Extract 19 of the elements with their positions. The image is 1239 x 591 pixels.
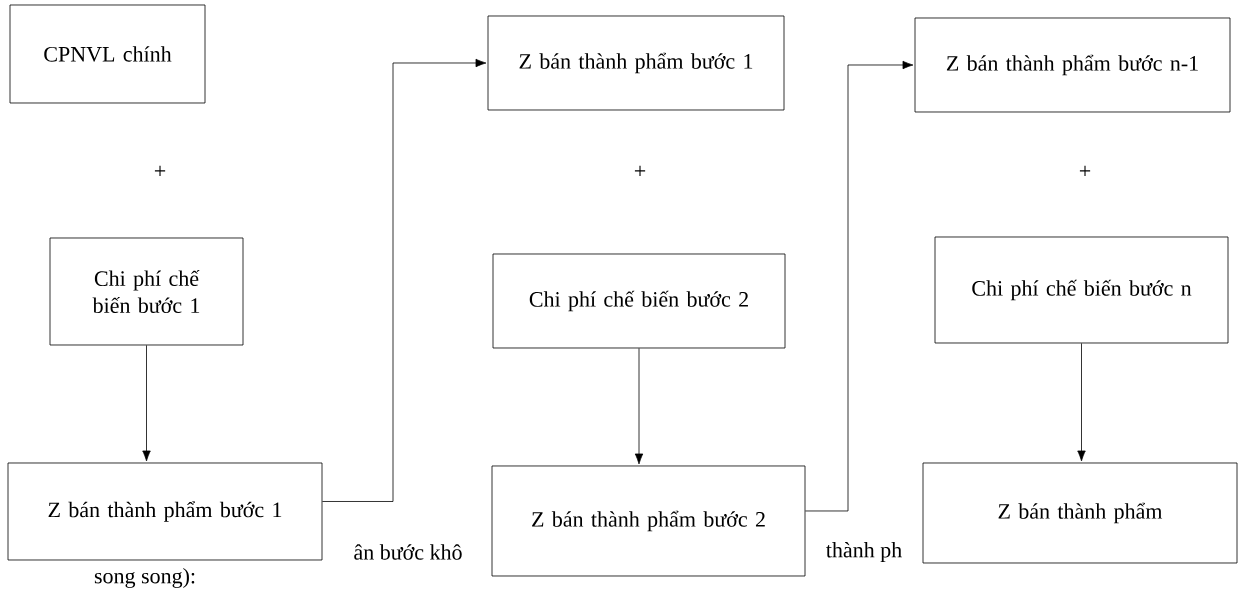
process-box: Chi phí chế biến bước 1 (49, 237, 244, 346)
plus-sign: + (1079, 165, 1091, 176)
process-box: Z bán thành phẩm (922, 462, 1238, 564)
arrow (1077, 343, 1086, 462)
process-box: Chi phí chế biến bước 2 (492, 253, 786, 349)
plus-sign: + (634, 165, 646, 176)
text-fragment: ân bước khô (354, 544, 462, 560)
process-box: Chi phí chế biến bước n (934, 236, 1229, 344)
process-box: Z bán thành phẩm bước 1 (7, 462, 323, 561)
plus-sign: + (154, 165, 166, 176)
arrow (805, 60, 914, 512)
arrow (322, 58, 487, 502)
text-fragment: thành ph (826, 542, 902, 562)
process-box: Z bán thành phẩm bước 2 (491, 465, 806, 577)
process-box: Z bán thành phẩm bước n-1 (914, 17, 1231, 113)
process-box: Z bán thành phẩm bước 1 (487, 15, 785, 111)
process-box: CPNVL chính (9, 4, 206, 104)
arrow (142, 345, 151, 462)
arrow (634, 348, 644, 465)
